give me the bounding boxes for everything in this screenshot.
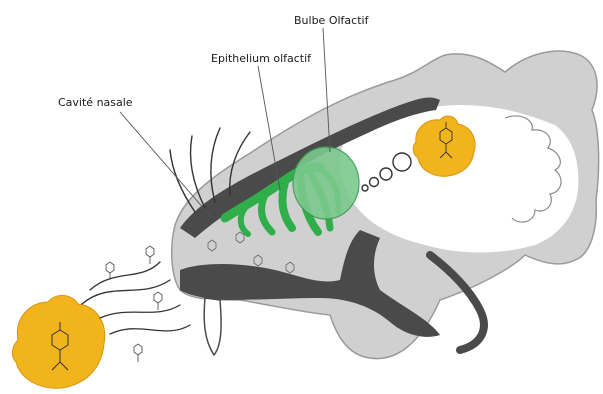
molecule-icon [106,246,162,362]
epithelium-label: Epithelium olfactif [211,52,312,65]
incisor [204,298,221,355]
lemon-icon [12,295,104,388]
olfactory-bulb [293,147,359,219]
bulb-label: Bulbe Olfactif [294,14,370,27]
nasal-cavity-label: Cavité nasale [58,96,133,109]
